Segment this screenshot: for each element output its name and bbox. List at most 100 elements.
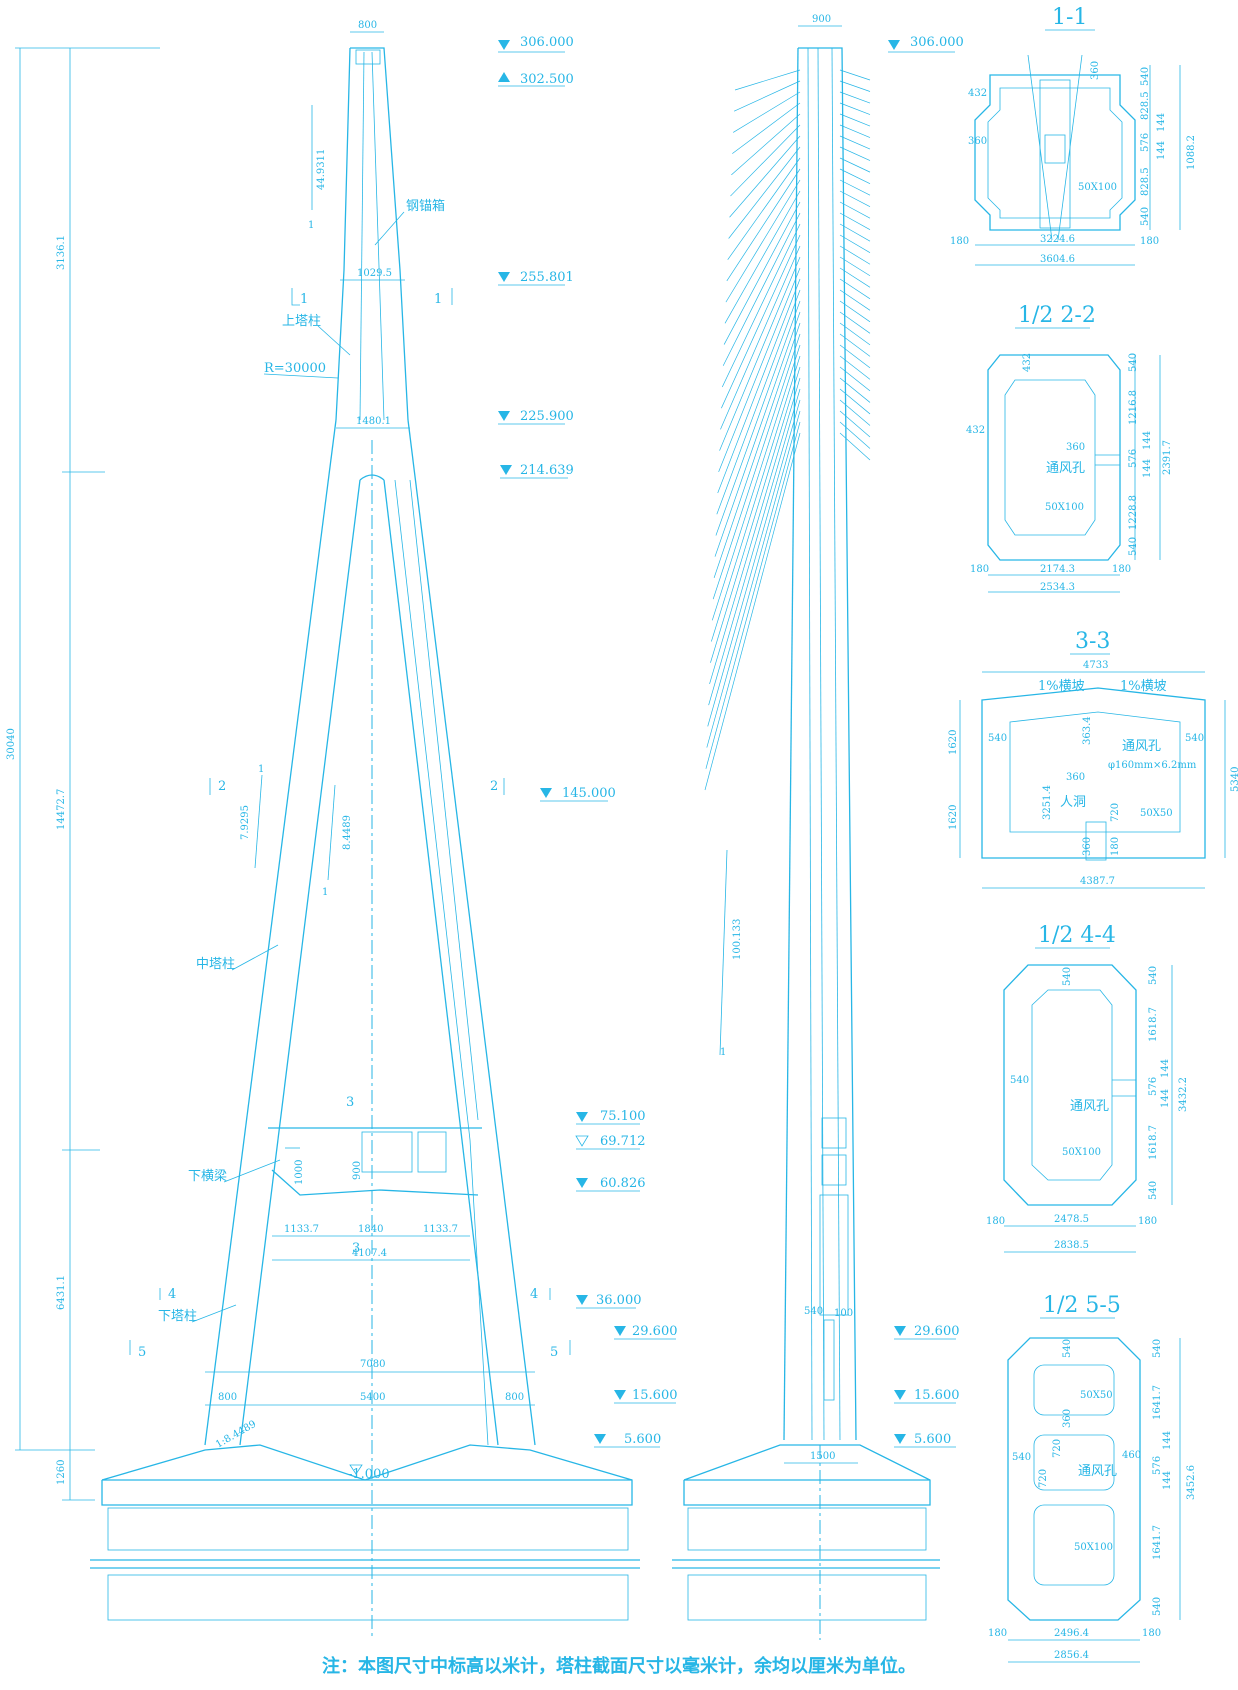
sec4-180b: 180 bbox=[1138, 1216, 1157, 1227]
label-middle-column: 中塔柱 bbox=[196, 957, 235, 972]
pile-group-front bbox=[90, 1507, 640, 1621]
elev-214: 214.639 bbox=[520, 463, 574, 478]
sec5-vent: 通风孔 bbox=[1078, 1464, 1117, 1479]
sec4-144a: 144 bbox=[1160, 1059, 1171, 1078]
base-right-800: 800 bbox=[505, 1392, 524, 1403]
width-1029: 1029.5 bbox=[357, 268, 392, 279]
sec2-2174: 2174.3 bbox=[1040, 564, 1075, 575]
sec5-540a: 540 bbox=[1062, 1339, 1073, 1358]
sec3-slope-right: 1%横坡 bbox=[1120, 679, 1167, 694]
sec2-432a: 432 bbox=[1022, 353, 1033, 372]
elev-145: 145.000 bbox=[562, 786, 616, 801]
elev-306: 306.000 bbox=[520, 35, 574, 50]
sec1-180b: 180 bbox=[1140, 236, 1159, 247]
section-mark-1-left: 1 bbox=[300, 292, 308, 307]
sec4-3432: 3432.2 bbox=[1178, 1077, 1189, 1112]
sec3-540a: 540 bbox=[988, 733, 1007, 744]
side-elevation: 900 540 100 100.133 1 1500 306.000 bbox=[672, 14, 964, 1640]
sec5-540d: 540 bbox=[1152, 1597, 1163, 1616]
seg-a: 1133.7 bbox=[284, 1224, 319, 1235]
sec1-1088: 1088.2 bbox=[1186, 135, 1197, 170]
section-mark-3-top: 3 bbox=[346, 1095, 354, 1110]
section-mark-3-bottom: 3 bbox=[352, 1241, 360, 1256]
sec2-540a: 540 bbox=[1128, 353, 1139, 372]
sec2-360: 360 bbox=[1066, 442, 1085, 453]
section-4-4: 1/2 4-4 540 540 1618.7 540 576 144 144 3… bbox=[986, 923, 1189, 1253]
label-lower-beam: 下横梁 bbox=[188, 1169, 227, 1184]
dim-base: 1260 bbox=[56, 1460, 67, 1485]
sec5-50x50: 50X50 bbox=[1080, 1390, 1113, 1401]
section-5-5: 1/2 5-5 540 540 50X50 1641.7 360 540 720… bbox=[988, 1293, 1197, 1663]
sec3-4387: 4387.7 bbox=[1080, 876, 1115, 887]
section-title: 1/2 4-4 bbox=[1038, 923, 1116, 948]
section-title: 1/2 5-5 bbox=[1043, 1293, 1121, 1318]
sec5-180a: 180 bbox=[988, 1628, 1007, 1639]
span: 4107.4 bbox=[352, 1248, 387, 1259]
elev-69: 69.712 bbox=[600, 1134, 646, 1149]
elev-60: 60.826 bbox=[600, 1176, 646, 1191]
sec2-576: 576 bbox=[1128, 449, 1139, 468]
sec3-540b: 540 bbox=[1185, 733, 1204, 744]
sec1-50x100: 50X100 bbox=[1078, 182, 1117, 193]
sec4-2478: 2478.5 bbox=[1054, 1214, 1089, 1225]
sec5-3452: 3452.6 bbox=[1186, 1465, 1197, 1500]
section-mark-2-right: 2 bbox=[490, 779, 498, 794]
sec5-1641b: 1641.7 bbox=[1152, 1525, 1163, 1560]
side-elev-306: 306.000 bbox=[910, 35, 964, 50]
sec3-360b: 360 bbox=[1082, 837, 1093, 856]
top-width: 800 bbox=[358, 20, 377, 31]
sec5-540b: 540 bbox=[1152, 1339, 1163, 1358]
slope-upper: 44.9311 bbox=[316, 149, 327, 190]
sec1-576: 576 bbox=[1140, 133, 1151, 152]
sec2-144b: 144 bbox=[1142, 459, 1153, 478]
section-title: 1/2 2-2 bbox=[1018, 303, 1096, 328]
sec2-540b: 540 bbox=[1128, 537, 1139, 556]
elev-36: 36.000 bbox=[596, 1293, 642, 1308]
seg-b: 1840 bbox=[358, 1224, 383, 1235]
label-lower-column: 下塔柱 bbox=[158, 1309, 197, 1324]
sec5-540c: 540 bbox=[1012, 1452, 1031, 1463]
slope-upper-unit: 1 bbox=[308, 220, 314, 231]
section-mark-4-left: 4 bbox=[168, 1287, 176, 1302]
slope-mid-right-unit: 1 bbox=[322, 887, 328, 898]
sec4-2838: 2838.5 bbox=[1054, 1240, 1089, 1251]
sec3-50x50: 50X50 bbox=[1140, 808, 1173, 819]
sec3-vent: 通风孔 bbox=[1122, 739, 1161, 754]
sec4-1618a: 1618.7 bbox=[1148, 1007, 1159, 1042]
stay-cables bbox=[704, 69, 871, 791]
side-base-width: 1500 bbox=[810, 1451, 835, 1462]
sec3-3251: 3251.4 bbox=[1042, 785, 1053, 820]
elev-225: 225.900 bbox=[520, 409, 574, 424]
sec2-1228: 1228.8 bbox=[1128, 495, 1139, 530]
sec3-180: 180 bbox=[1110, 837, 1121, 856]
sec1-144b: 144 bbox=[1156, 141, 1167, 160]
front-elevation: 3136.1 14472.7 6431.1 1260 30040 800 102… bbox=[6, 20, 678, 1640]
side-dim-100: 100 bbox=[834, 1308, 853, 1319]
sec5-360: 360 bbox=[1062, 1409, 1073, 1428]
sec2-144a: 144 bbox=[1142, 431, 1153, 450]
sec5-2856: 2856.4 bbox=[1054, 1650, 1089, 1661]
elev-255: 255.801 bbox=[520, 270, 574, 285]
sec1-360a: 360 bbox=[968, 136, 987, 147]
sec2-2391: 2391.7 bbox=[1162, 440, 1173, 475]
sec5-720b: 720 bbox=[1052, 1439, 1063, 1458]
sec1-828a: 828.5 bbox=[1140, 91, 1151, 120]
sec3-manhole: 人洞 bbox=[1060, 795, 1086, 810]
sec5-180b: 180 bbox=[1142, 1628, 1161, 1639]
sec5-144b: 144 bbox=[1162, 1471, 1173, 1490]
sec4-540d: 540 bbox=[1148, 1181, 1159, 1200]
elev-minus1: -1.000 bbox=[348, 1467, 390, 1482]
sec2-432b: 432 bbox=[966, 425, 985, 436]
base-left-800: 800 bbox=[218, 1392, 237, 1403]
sec3-1620a: 1620 bbox=[948, 730, 959, 755]
sec1-3604: 3604.6 bbox=[1040, 254, 1075, 265]
sec4-vent: 通风孔 bbox=[1070, 1099, 1109, 1114]
sec2-180b: 180 bbox=[1112, 564, 1131, 575]
sec1-432: 432 bbox=[968, 88, 987, 99]
sec5-576: 576 bbox=[1152, 1456, 1163, 1475]
sec3-slope-left: 1%横坡 bbox=[1038, 679, 1085, 694]
dim-lower: 6431.1 bbox=[56, 1275, 67, 1310]
sec5-144a: 144 bbox=[1162, 1431, 1173, 1450]
sec1-828b: 828.5 bbox=[1140, 167, 1151, 196]
